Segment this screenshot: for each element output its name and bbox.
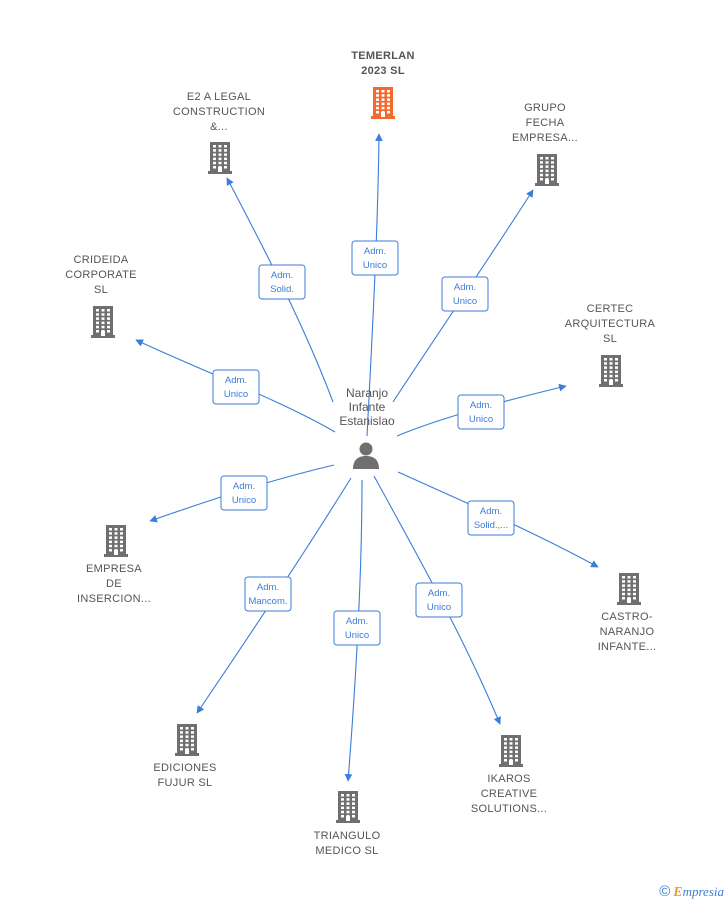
edge-label-text: Unico xyxy=(224,389,248,400)
company-label-line: ARQUITECTURA xyxy=(564,318,656,330)
company-label-line: E2 A LEGAL xyxy=(186,91,252,103)
company-label-line: EMPRESA xyxy=(86,563,142,575)
company-label-line: INFANTE... xyxy=(597,641,657,653)
company-label-grupo[interactable]: GRUPO FECHA EMPRESA... xyxy=(475,101,615,146)
edge-label-ediciones[interactable]: Adm. Mancom. xyxy=(244,576,292,612)
company-label-line: &... xyxy=(210,121,228,133)
edge-label-text: Unico xyxy=(345,630,369,641)
company-label-line: GRUPO xyxy=(524,102,566,114)
company-label-certec[interactable]: CERTEC ARQUITECTURA SL xyxy=(540,302,680,347)
edge-label-box xyxy=(220,475,268,511)
edge-label-box xyxy=(333,610,381,646)
company-label-line: CORPORATE xyxy=(65,269,137,281)
company-label-line: TEMERLAN xyxy=(351,50,415,62)
building-icon[interactable] xyxy=(599,353,623,392)
company-label-line: CONSTRUCTION xyxy=(172,106,266,118)
edge-temerlan xyxy=(366,133,383,437)
building-icon[interactable] xyxy=(104,523,128,562)
building-icon[interactable] xyxy=(535,152,559,191)
company-label-line: SL xyxy=(93,284,109,296)
edge-label-triangulo[interactable]: Adm. Unico xyxy=(333,610,381,646)
edge-label-text: Unico xyxy=(469,414,493,425)
company-label-line: EMPRESA... xyxy=(512,132,578,144)
edge-label-crideida[interactable]: Adm. Unico xyxy=(212,369,260,405)
edge-label-text: Adm. xyxy=(480,506,502,517)
company-label-line: DE xyxy=(106,578,122,590)
center-name-line: Estanislao xyxy=(339,414,395,428)
company-label-line: EDICIONES xyxy=(153,762,217,774)
edge-label-box xyxy=(415,582,463,618)
edge-label-text: Solid.,... xyxy=(474,520,508,531)
center-name-line: Naranjo xyxy=(345,386,389,400)
copyright-icon: © xyxy=(659,883,671,900)
company-label-empresa[interactable]: EMPRESA DE INSERCION... xyxy=(44,562,184,607)
edge-label-text: Adm. xyxy=(454,282,476,293)
edge-label-grupo[interactable]: Adm. Unico xyxy=(441,276,489,312)
edge-label-box xyxy=(244,576,292,612)
company-label-line: SOLUTIONS... xyxy=(470,803,548,815)
edge-label-text: Adm. xyxy=(233,481,255,492)
brand-name: mpresia xyxy=(682,884,724,899)
company-label-line: NARANJO xyxy=(599,626,655,638)
edge-label-e2[interactable]: Adm. Solid. xyxy=(258,264,306,300)
building-icon[interactable] xyxy=(336,789,360,828)
company-label-line: CREATIVE xyxy=(480,788,538,800)
footer-brand[interactable]: ©Empresia xyxy=(659,883,724,901)
building-icon[interactable] xyxy=(371,85,395,124)
company-label-ediciones[interactable]: EDICIONES FUJUR SL xyxy=(115,761,255,791)
edge-label-box xyxy=(212,369,260,405)
edge-label-text: Solid. xyxy=(270,284,294,295)
edge-label-text: Adm. xyxy=(470,400,492,411)
company-label-line: FECHA xyxy=(525,117,565,129)
edge-label-text: Unico xyxy=(363,260,387,271)
company-label-crideida[interactable]: CRIDEIDA CORPORATE SL xyxy=(31,253,171,298)
company-label-line: FUJUR SL xyxy=(157,777,213,789)
edge-label-box xyxy=(351,240,399,276)
building-icon[interactable] xyxy=(175,722,199,761)
company-label-triangulo[interactable]: TRIANGULO MEDICO SL xyxy=(277,829,417,859)
building-icon[interactable] xyxy=(208,140,232,179)
person-icon[interactable] xyxy=(351,440,381,470)
company-label-line: SL xyxy=(602,333,618,345)
edge-label-ikaros[interactable]: Adm. Unico xyxy=(415,582,463,618)
company-label-line: IKAROS xyxy=(487,773,531,785)
edge-label-text: Adm. xyxy=(428,588,450,599)
edge-label-text: Adm. xyxy=(257,582,279,593)
company-label-line: 2023 SL xyxy=(361,65,405,77)
building-icon[interactable] xyxy=(617,571,641,610)
edge-label-text: Unico xyxy=(232,495,256,506)
edge-label-box xyxy=(258,264,306,300)
edge-label-box xyxy=(457,394,505,430)
company-label-ikaros[interactable]: IKAROS CREATIVE SOLUTIONS... xyxy=(439,772,579,817)
center-name-line: Infante xyxy=(348,400,386,414)
building-icon[interactable] xyxy=(499,733,523,772)
building-icon[interactable] xyxy=(91,304,115,343)
company-label-castro[interactable]: CASTRO- NARANJO INFANTE... xyxy=(557,610,697,655)
center-person-label[interactable]: Naranjo Infante Estanislao xyxy=(307,386,427,428)
edge-label-text: Adm. xyxy=(346,616,368,627)
edge-label-certec[interactable]: Adm. Unico xyxy=(457,394,505,430)
brand-initial: E xyxy=(673,885,683,900)
edge-label-text: Unico xyxy=(453,296,477,307)
edge-label-text: Adm. xyxy=(271,270,293,281)
company-label-temerlan[interactable]: TEMERLAN 2023 SL xyxy=(313,49,453,79)
edge-label-empresa[interactable]: Adm. Unico xyxy=(220,475,268,511)
company-label-line: CRIDEIDA xyxy=(73,254,129,266)
company-label-line: INSERCION... xyxy=(77,593,151,605)
edge-label-text: Adm. xyxy=(364,246,386,257)
company-label-line: MEDICO SL xyxy=(315,845,379,857)
company-label-e2[interactable]: E2 A LEGAL CONSTRUCTION &... xyxy=(149,90,289,135)
company-label-line: TRIANGULO xyxy=(313,830,381,842)
edge-label-temerlan[interactable]: Adm. Unico xyxy=(351,240,399,276)
edge-label-box xyxy=(467,500,515,536)
edge-label-text: Adm. xyxy=(225,375,247,386)
company-label-line: CASTRO- xyxy=(601,611,653,623)
edge-label-text: Unico xyxy=(427,602,451,613)
company-label-line: CERTEC xyxy=(586,303,634,315)
edge-label-box xyxy=(441,276,489,312)
edge-label-castro[interactable]: Adm. Solid.,... xyxy=(467,500,515,536)
edge-label-text: Mancom. xyxy=(248,596,287,607)
